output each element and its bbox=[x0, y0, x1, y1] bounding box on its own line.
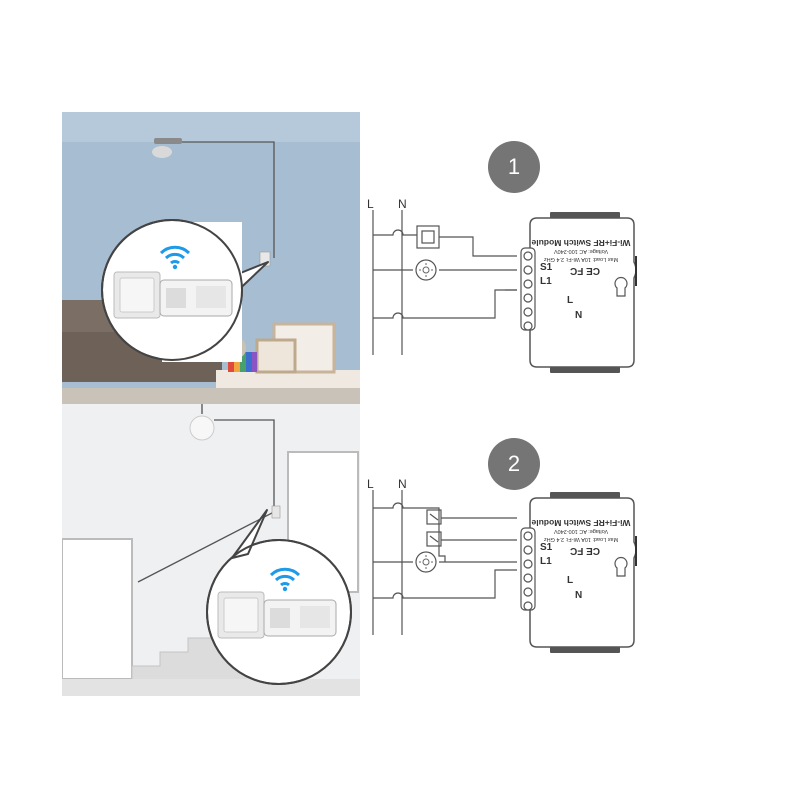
wifi-icon bbox=[159, 245, 191, 270]
diagram-1-badge: 1 bbox=[488, 141, 540, 193]
lamp-symbol-icon bbox=[415, 259, 437, 281]
module-1-spec1: Voltage: AC 100-240V bbox=[554, 248, 608, 254]
module-1-cert: CE FC bbox=[570, 265, 600, 276]
light-bulb-icon bbox=[189, 404, 215, 441]
switch-symbol-icon bbox=[416, 225, 440, 249]
living-room-scene bbox=[62, 112, 360, 404]
module-1-terminal-n: N bbox=[575, 310, 582, 321]
stairwell-photo bbox=[62, 404, 360, 696]
switch-module-1 bbox=[520, 212, 637, 373]
module-1-spec2: Max Load: 10A Wi-Fi: 2.4 GHz bbox=[544, 256, 619, 262]
switch-module-icon bbox=[159, 279, 233, 317]
module-1-terminal-l1: L1 bbox=[540, 276, 552, 287]
module-2-title: Wi-Fi+RF Switch Module bbox=[531, 518, 630, 528]
module-1-terminal-l: L bbox=[567, 295, 573, 306]
switch-module-2 bbox=[520, 492, 637, 653]
lamp-symbol-icon bbox=[415, 551, 437, 573]
module-2-spec2: Max Load: 10A Wi-Fi: 2.4 GHz bbox=[544, 536, 619, 542]
module-2-terminal-l1: L1 bbox=[540, 556, 552, 567]
module-2-spec1: Voltage: AC 100-240V bbox=[554, 528, 608, 534]
module-2-cert: CE FC bbox=[570, 545, 600, 556]
ceiling-lamp-icon bbox=[152, 138, 182, 158]
module-2-terminal-l: L bbox=[567, 575, 573, 586]
switch-module-icon bbox=[263, 599, 337, 637]
module-2-terminal-n: N bbox=[575, 590, 582, 601]
switch-symbol-icon bbox=[426, 509, 442, 525]
diagram-2-badge: 2 bbox=[488, 438, 540, 490]
module-2-terminal-s1: S1 bbox=[540, 542, 553, 553]
wiring-diagram-1: L N Wi-Fi+RF Switch Module Voltage: AC 1… bbox=[367, 197, 637, 373]
wall-switch-icon bbox=[113, 271, 161, 319]
wifi-icon bbox=[269, 567, 301, 592]
module-1-title: Wi-Fi+RF Switch Module bbox=[531, 238, 630, 248]
diagram-1-label-L: L bbox=[367, 197, 374, 211]
living-room-photo bbox=[62, 112, 360, 404]
wall-switch-icon bbox=[217, 591, 265, 639]
module-1-terminal-s1: S1 bbox=[540, 262, 553, 273]
diagram-2-label-L: L bbox=[367, 477, 374, 491]
wiring-diagram-2: L N Wi-Fi+RF Switch Module Voltage: AC 1… bbox=[367, 477, 637, 653]
stairwell-scene bbox=[62, 404, 360, 696]
diagram-2-label-N: N bbox=[398, 477, 407, 491]
diagram-1-label-N: N bbox=[398, 197, 407, 211]
